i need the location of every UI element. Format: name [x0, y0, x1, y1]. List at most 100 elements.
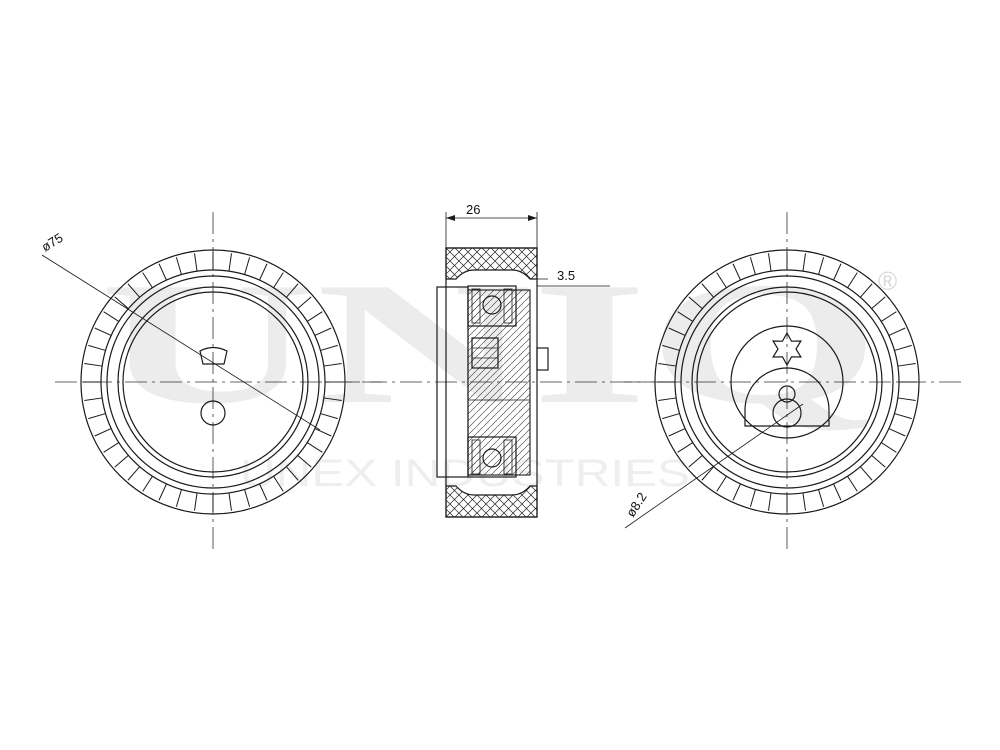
belt-tooth: [897, 397, 916, 401]
belt-tooth: [88, 413, 106, 420]
belt-tooth: [194, 253, 198, 272]
watermark-subtitle: UNEX INDUSTRIES: [240, 453, 690, 495]
right-hub-face: [730, 325, 844, 439]
left-inner-circle: [122, 291, 304, 473]
belt-tooth: [94, 327, 112, 336]
belt-tooth: [716, 475, 727, 492]
belt-tooth: [84, 363, 103, 367]
belt-tooth: [732, 483, 741, 501]
section-outline: [445, 247, 538, 518]
belt-tooth: [880, 442, 897, 453]
belt-tooth: [323, 397, 342, 401]
belt-tooth: [749, 257, 756, 275]
belt-tooth: [306, 311, 323, 322]
right-hub-circle: [691, 286, 883, 478]
right-view: ø8.2: [623, 212, 965, 552]
belt-tooth: [658, 363, 677, 367]
belt-tooth: [273, 475, 284, 492]
belt-tooth: [259, 263, 268, 281]
belt-tooth: [259, 483, 268, 501]
belt-tooth: [285, 466, 299, 481]
left-hub-circle: [117, 286, 309, 478]
belt-tooth: [323, 363, 342, 367]
belt-tooth: [677, 311, 694, 322]
belt-tooth: [285, 283, 299, 298]
top-bearing-race-right: [503, 288, 513, 324]
belt-tooth: [175, 257, 182, 275]
belt-tooth: [802, 492, 806, 511]
bottom-bearing-ball: [482, 448, 502, 468]
belt-tooth: [127, 283, 141, 298]
belt-tooth: [314, 428, 332, 437]
belt-tooth: [244, 257, 251, 275]
belt-tooth: [142, 272, 153, 289]
belt-tooth: [859, 283, 873, 298]
belt-tooth: [103, 311, 120, 322]
belt-tooth: [320, 344, 338, 351]
torx-socket: [772, 331, 802, 367]
belt-tooth: [228, 253, 232, 272]
belt-tooth: [662, 413, 680, 420]
belt-tooth: [833, 263, 842, 281]
belt-tooth: [688, 454, 703, 468]
outer-diameter-leader: [41, 254, 321, 431]
belt-tooth: [320, 413, 338, 420]
belt-tooth: [847, 272, 858, 289]
width-label: 26: [466, 202, 480, 217]
left-rim-circle: [106, 275, 320, 489]
belt-tooth: [859, 466, 873, 481]
belt-tooth: [847, 475, 858, 492]
bottom-bearing-race: [471, 439, 481, 475]
belt-tooth: [818, 489, 825, 507]
watermark-registered-mark: ®: [878, 266, 897, 296]
outer-diameter-label: ø75: [39, 230, 66, 255]
belt-tooth: [88, 344, 106, 351]
section-spline: [471, 337, 499, 369]
section-bottom-rim: [445, 485, 538, 518]
belt-tooth: [768, 492, 772, 511]
belt-tooth: [158, 483, 167, 501]
belt-tooth: [688, 296, 703, 310]
right-rim-circle: [680, 275, 894, 489]
belt-tooth: [658, 397, 677, 401]
belt-tooth: [94, 428, 112, 437]
belt-tooth: [677, 442, 694, 453]
belt-tooth: [114, 454, 129, 468]
belt-tooth: [894, 344, 912, 351]
belt-tooth: [306, 442, 323, 453]
belt-tooth: [127, 466, 141, 481]
belt-tooth: [273, 272, 284, 289]
belt-tooth: [114, 296, 129, 310]
belt-tooth: [297, 454, 312, 468]
belt-tooth: [732, 263, 741, 281]
eccentric-notch: [778, 385, 796, 403]
belt-tooth: [158, 263, 167, 281]
belt-tooth: [103, 442, 120, 453]
belt-tooth: [84, 397, 103, 401]
top-bearing-ball: [482, 295, 502, 315]
section-shaft-collar: [436, 286, 469, 478]
right-belt-teeth: [657, 252, 917, 512]
belt-tooth: [802, 253, 806, 272]
belt-tooth: [175, 489, 182, 507]
eccentric-cam: [744, 367, 830, 427]
left-pin-hole: [200, 400, 226, 426]
belt-tooth: [833, 483, 842, 501]
belt-tooth: [701, 283, 715, 298]
belt-tooth: [701, 466, 715, 481]
belt-tooth: [142, 475, 153, 492]
belt-tooth: [768, 253, 772, 272]
belt-tooth: [244, 489, 251, 507]
belt-tooth: [668, 327, 686, 336]
belt-tooth: [749, 489, 756, 507]
right-outer-circle: [654, 249, 920, 515]
section-top-rim: [445, 247, 538, 280]
offset-label: 3.5: [557, 268, 575, 283]
bottom-bearing: [467, 436, 517, 478]
belt-tooth: [668, 428, 686, 437]
right-bore: [772, 398, 802, 428]
left-key-slot: [199, 346, 228, 365]
top-bearing-race: [471, 288, 481, 324]
section-shaft-stub: [536, 347, 549, 371]
